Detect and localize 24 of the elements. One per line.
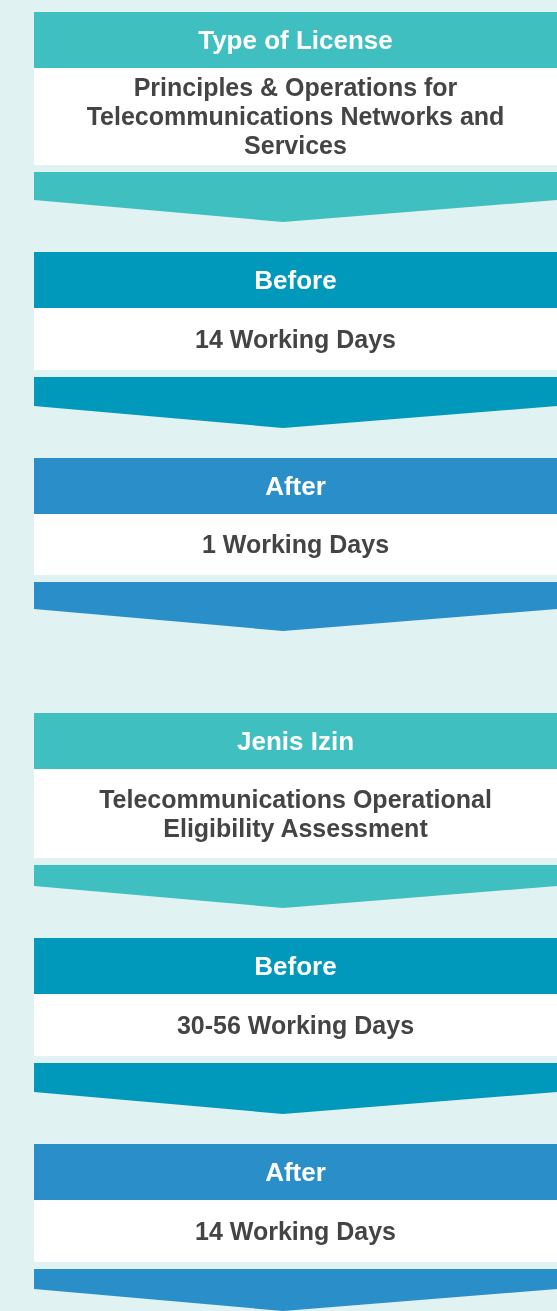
card-text: Telecommunications Operational Eligibility Assessment: [98, 784, 493, 843]
chevron-arrow: [34, 582, 557, 631]
chevron-arrow: [34, 865, 557, 908]
card-header: After: [34, 458, 557, 514]
step-card: [34, 252, 557, 370]
step-card: [34, 12, 557, 165]
card-text: 14 Working Days: [195, 1216, 396, 1246]
chevron-arrow: [34, 172, 557, 222]
card-text: 14 Working Days: [195, 324, 396, 354]
card-text: Principles & Operations for Telecommunications Networks and Services: [85, 73, 506, 160]
card-header: Before: [34, 252, 557, 308]
chevron-arrow: [34, 1269, 557, 1311]
card-header: Type of License: [34, 12, 557, 68]
card-header: Jenis Izin: [34, 713, 557, 769]
step-card: [34, 458, 557, 575]
card-text: 1 Working Days: [201, 530, 390, 559]
chevron-arrow: [34, 377, 557, 428]
step-card: [34, 938, 557, 1056]
card-text: 30-56 Working Days: [176, 1010, 415, 1040]
card-header: Before: [34, 938, 557, 994]
step-card: [34, 1144, 557, 1262]
step-card: [34, 713, 557, 858]
card-header: After: [34, 1144, 557, 1200]
chevron-arrow: [34, 1063, 557, 1114]
